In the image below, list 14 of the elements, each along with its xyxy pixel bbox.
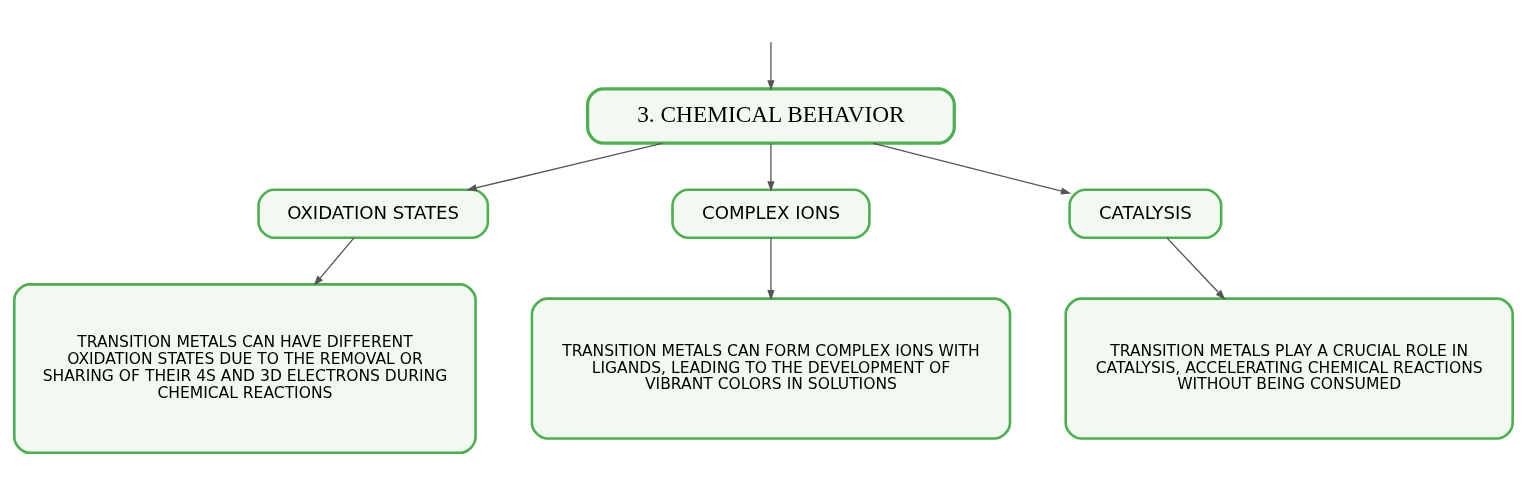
- arrow: [767, 142, 775, 192]
- node-box: TRANSITION METALS PLAY A CRUCIAL ROLE IN CATALYSIS, ACCELERATING CHEMICAL REACTIONS WITHOUT BEING CONSUMED: [1064, 297, 1514, 440]
- node-box: OXIDATION STATES: [257, 188, 490, 240]
- arrow: [872, 142, 1072, 195]
- arrow: [1166, 237, 1226, 300]
- arrow: [466, 142, 663, 192]
- node-box: TRANSITION METALS CAN FORM COMPLEX IONS WITH LIGANDS, LEADING TO THE DEVELOPMENT OF VIBRANT COLORS IN SOLUTIONS: [530, 297, 1012, 440]
- node-box: 3. CHEMICAL BEHAVIOR: [586, 87, 956, 145]
- node-box: CATALYSIS: [1068, 188, 1223, 240]
- node-box: COMPLEX IONS: [671, 188, 871, 240]
- node-box: TRANSITION METALS CAN HAVE DIFFERENT OXIDATION STATES DUE TO THE REMOVAL OR SHARING OF THEIR 4S AND 3D ELECTRONS DURING CHEMICAL REACTIONS: [13, 283, 477, 455]
- arrow: [767, 41, 775, 91]
- arrow: [767, 237, 775, 301]
- arrow: [313, 237, 355, 286]
